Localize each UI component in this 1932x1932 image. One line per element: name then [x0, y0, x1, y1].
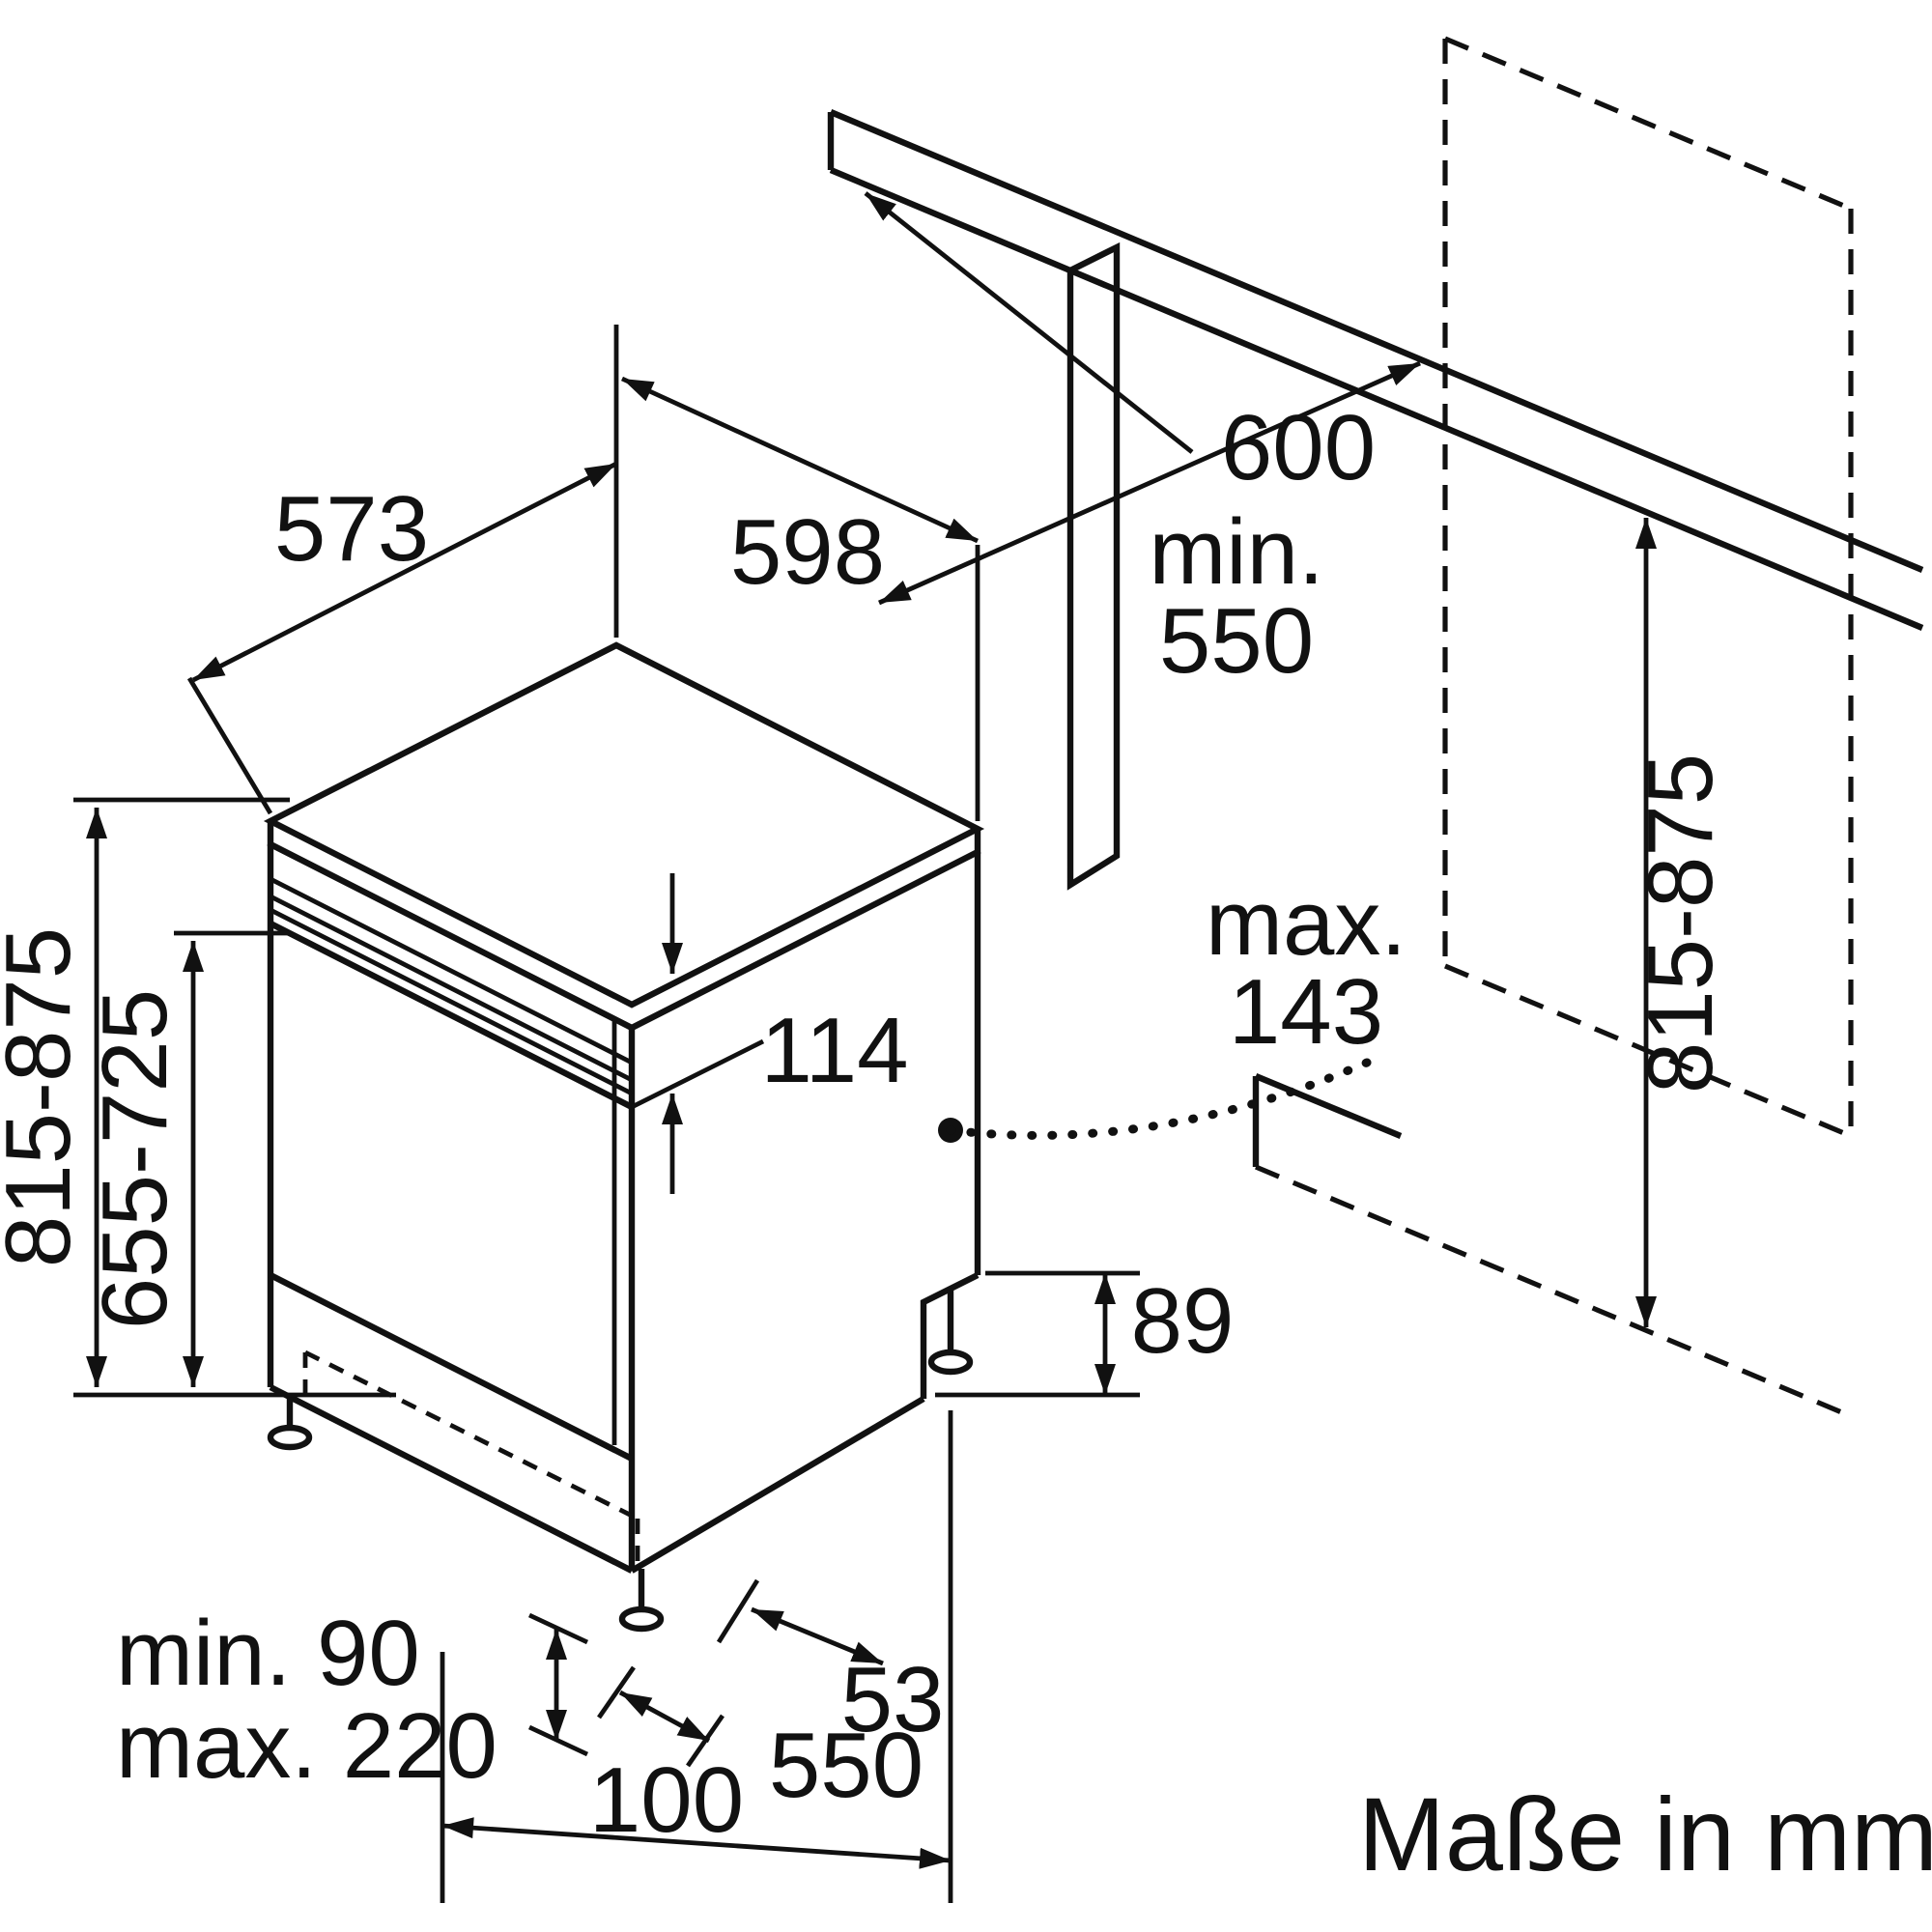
dim-label-height-left: 815-875 — [0, 927, 90, 1267]
ext-tick — [716, 1578, 760, 1644]
dim-label-base-550: 550 — [769, 1714, 923, 1817]
dim-label-573: 573 — [274, 477, 429, 581]
dim-line — [878, 360, 1421, 606]
dim-label-143: 143 — [1229, 960, 1383, 1064]
dimension-panel-114: 114 — [630, 873, 909, 1194]
dim-line — [751, 1606, 884, 1666]
dim-label-door-height: 655-725 — [83, 989, 186, 1329]
floor-line — [1254, 1164, 1853, 1419]
dimension-foot-100: 100 — [589, 1665, 744, 1852]
appliance-front-bottom-edge — [269, 1384, 634, 1574]
dotted-leader — [946, 1054, 1380, 1140]
front-left-foot — [267, 1395, 313, 1451]
rear-foot — [927, 1291, 974, 1376]
dimension-height-left-815-875: 815-875 — [0, 797, 396, 1398]
door-bottom-edge — [269, 1272, 634, 1462]
dim-label-max: max. — [1206, 871, 1406, 975]
dim-label-89: 89 — [1131, 1269, 1235, 1373]
dimension-max-143: max. 143 — [938, 871, 1406, 1143]
dim-label-plinth-max: max. 220 — [116, 1694, 497, 1798]
ext-line — [630, 1038, 765, 1110]
dimension-foot-53: 53 — [716, 1578, 945, 1751]
control-panel-stripe-2 — [269, 894, 634, 1083]
dim-label-600: 600 — [1221, 396, 1376, 499]
floor-corner-edge — [1254, 1073, 1403, 1139]
dim-label-550-niche: 550 — [1159, 589, 1314, 693]
dim-label-plinth-min: min. 90 — [116, 1602, 420, 1705]
worktop-top-edge — [829, 109, 1924, 573]
leader-line — [864, 191, 1194, 454]
dimension-base-550: 550 — [440, 1410, 953, 1903]
appliance-outline — [263, 641, 985, 1633]
dimension-plinth-90-220: min. 90 max. 220 — [116, 1602, 589, 1798]
control-panel-bottom-line — [269, 921, 634, 1110]
dimension-height-right-815-875: 815-875 — [1629, 518, 1732, 1327]
dimension-rear-89: 89 — [935, 1269, 1235, 1398]
control-panel-stripe-3 — [269, 907, 634, 1096]
dimension-depth-573: 573 — [186, 325, 619, 815]
control-panel-stripe-1 — [269, 876, 634, 1065]
dim-label-min: min. — [1149, 500, 1323, 604]
dim-label-height-right: 815-875 — [1629, 753, 1732, 1094]
kitchen-counter — [827, 36, 1924, 1419]
plinth-dashed-line — [303, 1350, 639, 1521]
rear-notch-step — [920, 1272, 980, 1399]
appliance-side-bottom-edge — [630, 1396, 925, 1574]
dim-label-598: 598 — [730, 500, 885, 604]
dim-line — [441, 1817, 952, 1869]
dim-label-53: 53 — [841, 1648, 945, 1751]
dim-label-114: 114 — [760, 999, 908, 1102]
dimensions: 573 598 600 min. 550 815-875 — [0, 191, 1732, 1903]
worktop-bottom-edge — [829, 167, 1924, 631]
units-caption: Maße in mm — [1358, 1776, 1932, 1892]
niche-side-panel — [1066, 242, 1121, 891]
ext-line — [186, 676, 273, 815]
dimension-door-height-655-725: 655-725 — [83, 930, 290, 1387]
cabinet-top-edge — [1443, 36, 1853, 212]
dimension-width-598: 598 — [621, 376, 980, 821]
dimension-worktop-600: 600 — [864, 191, 1376, 499]
dimension-niche-min-550: min. 550 — [878, 360, 1421, 693]
ext-tick-left — [597, 1665, 636, 1719]
front-corner-foot — [618, 1569, 665, 1633]
dim-line — [618, 1690, 711, 1744]
dim-line — [191, 461, 618, 683]
